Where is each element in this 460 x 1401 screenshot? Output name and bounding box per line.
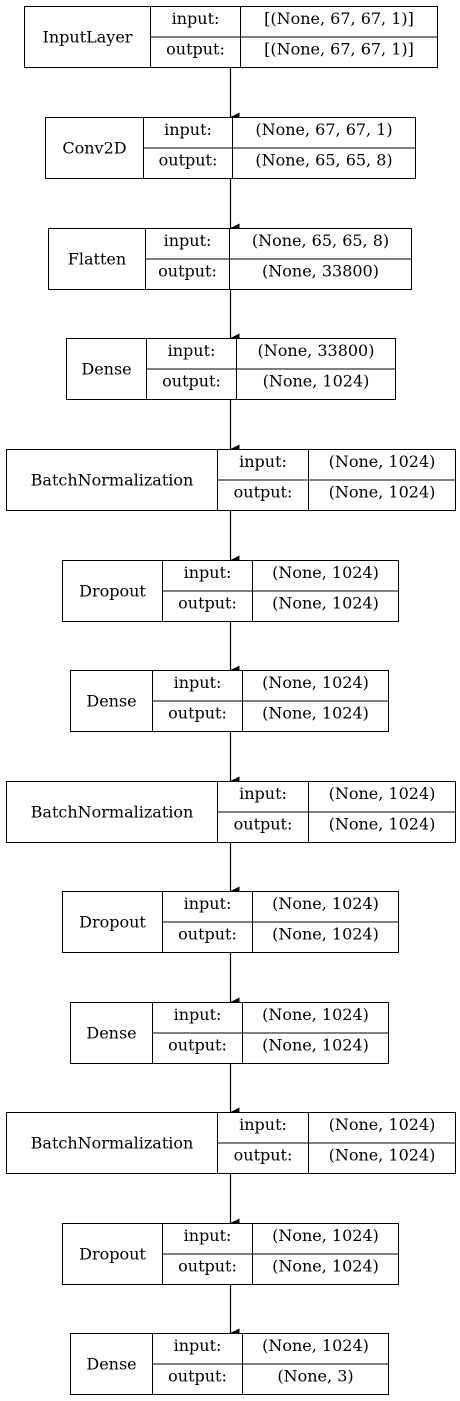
layer-name: BatchNormalization: [31, 471, 194, 490]
layer-node-dense: Dense input: output: (None, 33800) (None, 10…: [66, 338, 396, 400]
input-label: input:: [184, 1226, 232, 1245]
input-label: input:: [174, 673, 222, 692]
output-label: output:: [178, 925, 237, 944]
input-label: input:: [239, 1115, 287, 1134]
layer-node-dense: Dense input: output: (None, 1024) (None, 102…: [70, 1002, 389, 1064]
input-shape: (None, 1024): [272, 894, 379, 913]
layer-node-dropout: Dropout input: output: (None, 1024) (None, 1…: [62, 891, 399, 953]
input-shape: (None, 1024): [272, 1226, 379, 1245]
output-shape: (None, 1024): [329, 483, 436, 502]
output-label: output:: [178, 594, 237, 613]
output-label: output:: [168, 1367, 227, 1386]
input-label: input:: [239, 452, 287, 471]
output-shape: (None, 1024): [262, 704, 369, 723]
layer-node-dense: Dense input: output: (None, 1024) (None, 102…: [70, 670, 389, 732]
input-label: input:: [168, 341, 216, 360]
input-label: input:: [164, 231, 212, 250]
output-label: output:: [234, 1146, 293, 1165]
output-label: output:: [159, 151, 218, 170]
input-shape: (None, 1024): [329, 1115, 436, 1134]
layer-name: Flatten: [68, 250, 126, 269]
output-shape: (None, 1024): [272, 1257, 379, 1276]
output-shape: (None, 1024): [329, 815, 436, 834]
layer-name: Dropout: [79, 913, 146, 932]
layer-node-flatten: Flatten input: output: (None, 65, 65, 8) (No…: [48, 228, 412, 290]
output-label: output:: [234, 483, 293, 502]
input-shape: [(None, 67, 67, 1)]: [264, 9, 414, 28]
layer-name: Dense: [86, 692, 136, 711]
layer-name: BatchNormalization: [31, 1134, 194, 1153]
layer-node-input-layer: InputLayer input: output: [(None, 67, 67, 1…: [24, 6, 438, 68]
output-shape: (None, 1024): [262, 1036, 369, 1055]
layer-node-batch-normalization: BatchNormalization input: output: (None, 10…: [6, 449, 456, 511]
layer-name: Dense: [86, 1355, 136, 1374]
output-shape: (None, 1024): [329, 1146, 436, 1165]
input-shape: (None, 67, 67, 1): [255, 120, 392, 139]
output-shape: (None, 65, 65, 8): [255, 151, 392, 170]
layer-node-dropout: Dropout input: output: (None, 1024) (None, 1…: [62, 560, 399, 622]
output-label: output:: [234, 815, 293, 834]
output-label: output:: [158, 262, 217, 281]
layer-name: BatchNormalization: [31, 803, 194, 822]
layer-name: Dropout: [79, 1245, 146, 1264]
layer-node-dropout: Dropout input: output: (None, 1024) (None, 1…: [62, 1223, 399, 1285]
output-shape: [(None, 67, 67, 1)]: [264, 40, 414, 59]
input-shape: (None, 1024): [272, 563, 379, 582]
layer-name: Dense: [86, 1024, 136, 1043]
input-label: input:: [184, 563, 232, 582]
input-label: input:: [174, 1336, 222, 1355]
input-shape: (None, 1024): [262, 1336, 369, 1355]
input-shape: (None, 1024): [262, 1005, 369, 1024]
input-shape: (None, 33800): [258, 341, 375, 360]
input-label: input:: [184, 894, 232, 913]
layer-name: Dropout: [79, 582, 146, 601]
layer-node-batch-normalization: BatchNormalization input: output: (None, 10…: [6, 781, 456, 843]
output-shape: (None, 1024): [272, 594, 379, 613]
layer-name: Dense: [81, 360, 131, 379]
output-label: output:: [162, 372, 221, 391]
output-shape: (None, 3): [277, 1367, 353, 1386]
output-label: output:: [168, 1036, 227, 1055]
output-label: output:: [168, 704, 227, 723]
input-shape: (None, 65, 65, 8): [252, 231, 389, 250]
layer-node-dense: Dense input: output: (None, 1024) (None, 3): [70, 1333, 389, 1395]
layer-name: InputLayer: [43, 28, 133, 47]
output-label: output:: [178, 1257, 237, 1276]
output-shape: (None, 1024): [272, 925, 379, 944]
layer-name: Conv2D: [62, 139, 126, 158]
input-shape: (None, 1024): [329, 784, 436, 803]
output-label: output:: [166, 40, 225, 59]
nodes: InputLayer input: output: [(None, 67, 67, 1…: [6, 6, 456, 1395]
input-label: input:: [174, 1005, 222, 1024]
input-label: input:: [239, 784, 287, 803]
layer-node-batch-normalization: BatchNormalization input: output: (None, 10…: [6, 1112, 456, 1174]
output-shape: (None, 33800): [262, 262, 379, 281]
input-label: input:: [164, 120, 212, 139]
input-shape: (None, 1024): [329, 452, 436, 471]
layer-node-conv2d: Conv2D input: output: (None, 67, 67, 1) (Non…: [45, 117, 416, 179]
output-shape: (None, 1024): [263, 372, 370, 391]
input-label: input:: [172, 9, 220, 28]
input-shape: (None, 1024): [262, 673, 369, 692]
